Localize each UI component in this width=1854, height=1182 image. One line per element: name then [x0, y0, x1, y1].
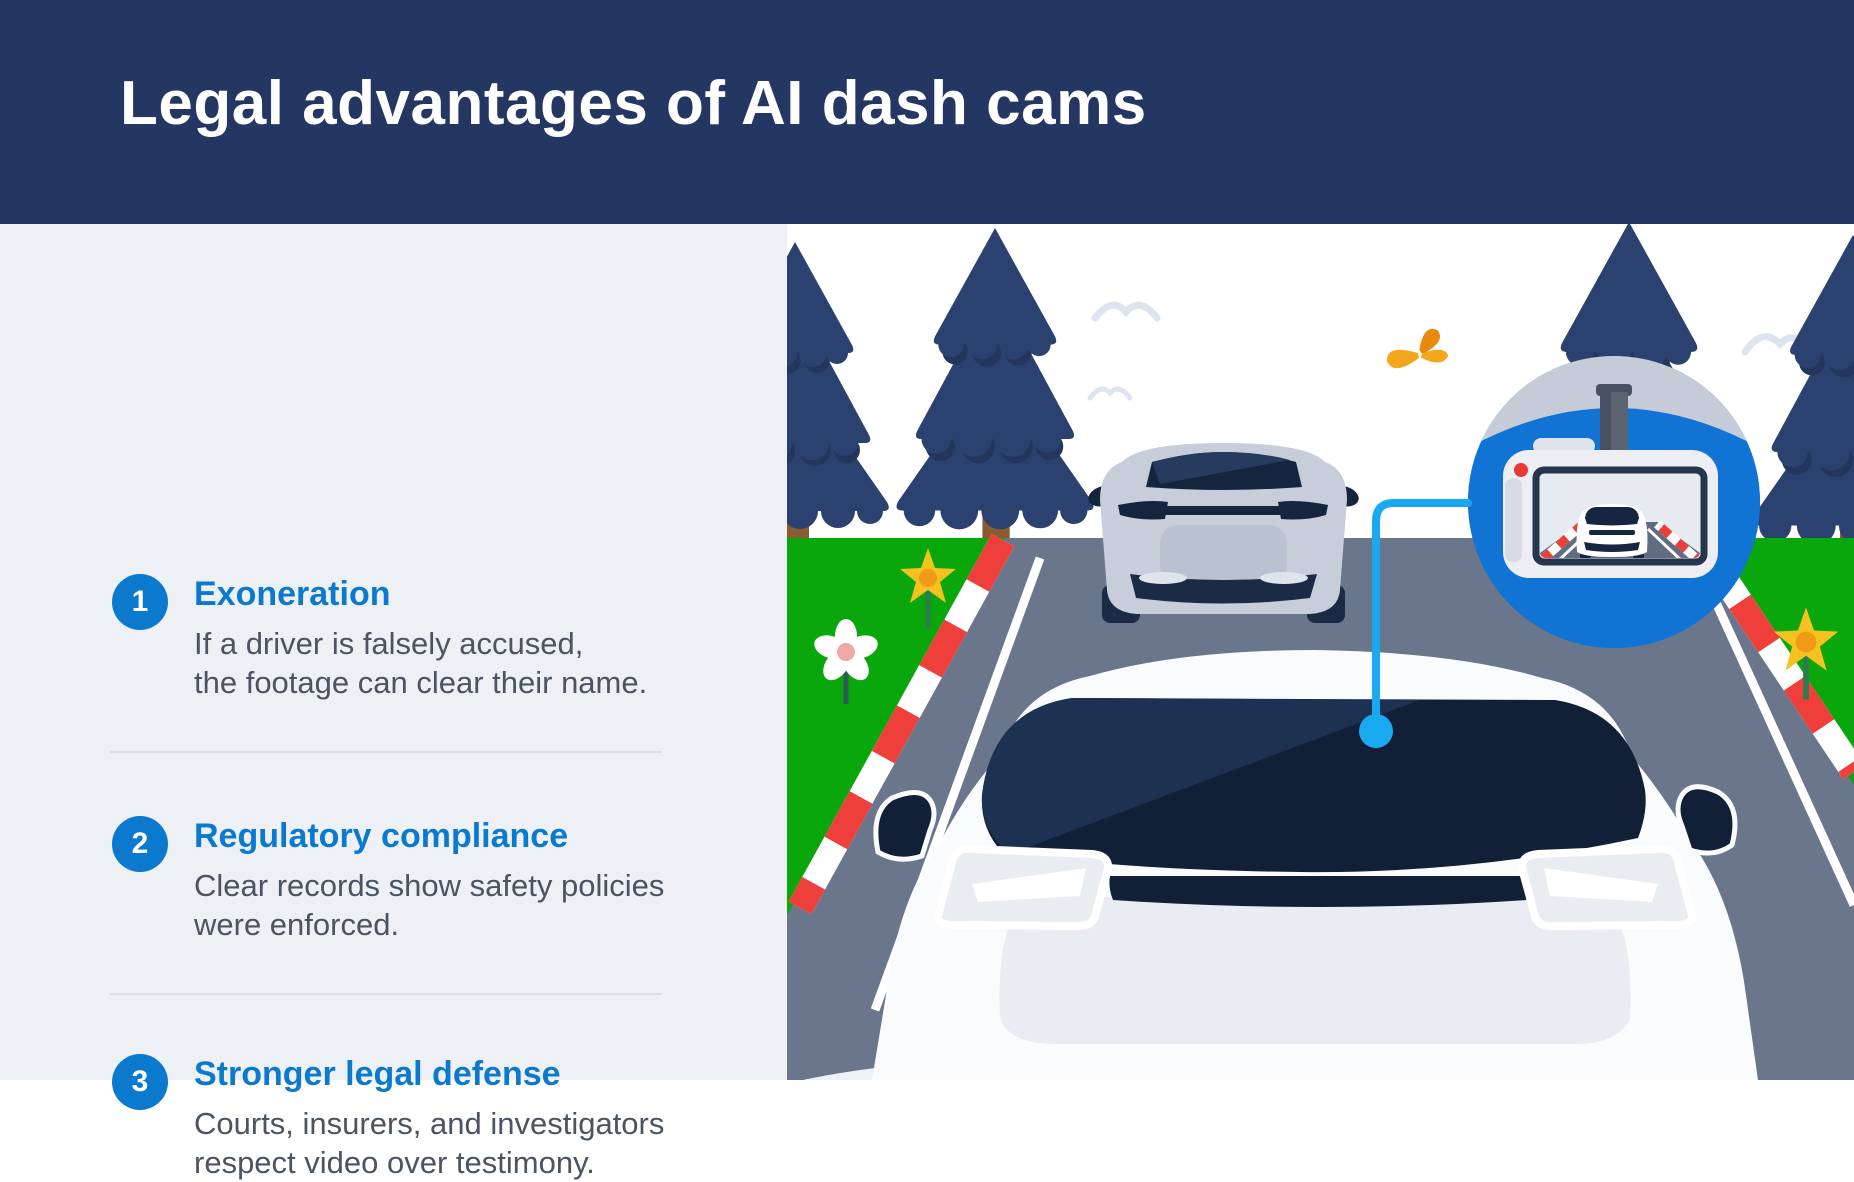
number-badge-1: 1: [112, 574, 168, 630]
number-badge-2: 2: [112, 816, 168, 872]
trunk-panel: [999, 897, 1631, 1044]
side-mirror-left: [873, 790, 937, 862]
connector-dot: [1359, 714, 1393, 748]
item-title: Exoneration: [194, 575, 391, 613]
record-indicator-dot: [1514, 463, 1528, 477]
tail-light-right: [1518, 844, 1697, 931]
tail-light-left: [933, 844, 1112, 931]
dashcam-icon: [1503, 438, 1718, 578]
item-title: Stronger legal defense: [194, 1055, 561, 1093]
foreground-car: [872, 650, 1758, 1080]
item-body: If a driver is falsely accused, the foot…: [194, 626, 648, 701]
butterfly-icon: [1387, 328, 1449, 369]
item-body: Clear records show safety policies were …: [194, 868, 665, 943]
header-bar: Legal advantages of AI dash cams: [0, 0, 1854, 224]
side-mirror-right: [1675, 784, 1738, 856]
list-item-exoneration: 1 Exoneration If a driver is falsely acc…: [112, 574, 647, 702]
page-title: Legal advantages of AI dash cams: [120, 69, 1147, 138]
list-item-stronger-legal-defense: 3 Stronger legal defense Courts, insurer…: [112, 1054, 664, 1182]
dashcam-mount: [1596, 384, 1632, 456]
divider: [110, 993, 662, 995]
list-item-regulatory-compliance: 2 Regulatory compliance Clear records sh…: [112, 816, 664, 944]
advantages-panel: 1 Exoneration If a driver is falsely acc…: [0, 224, 787, 1180]
number-badge-3: 3: [112, 1054, 168, 1110]
dashcam-callout: [1468, 356, 1760, 648]
connector-line: [1372, 499, 1472, 718]
trunk-trim: [1109, 876, 1530, 907]
item-body: Courts, insurers, and investigators resp…: [194, 1106, 665, 1181]
divider: [110, 751, 662, 753]
background-car: [1088, 443, 1359, 623]
lane-line-right: [1688, 550, 1854, 907]
item-title: Regulatory compliance: [194, 817, 569, 855]
dashcam-screen-scene: [1540, 504, 1700, 558]
dashcam-screen-car: [1576, 504, 1648, 558]
road-illustration: [787, 224, 1854, 1080]
curb-left: [788, 533, 1015, 915]
